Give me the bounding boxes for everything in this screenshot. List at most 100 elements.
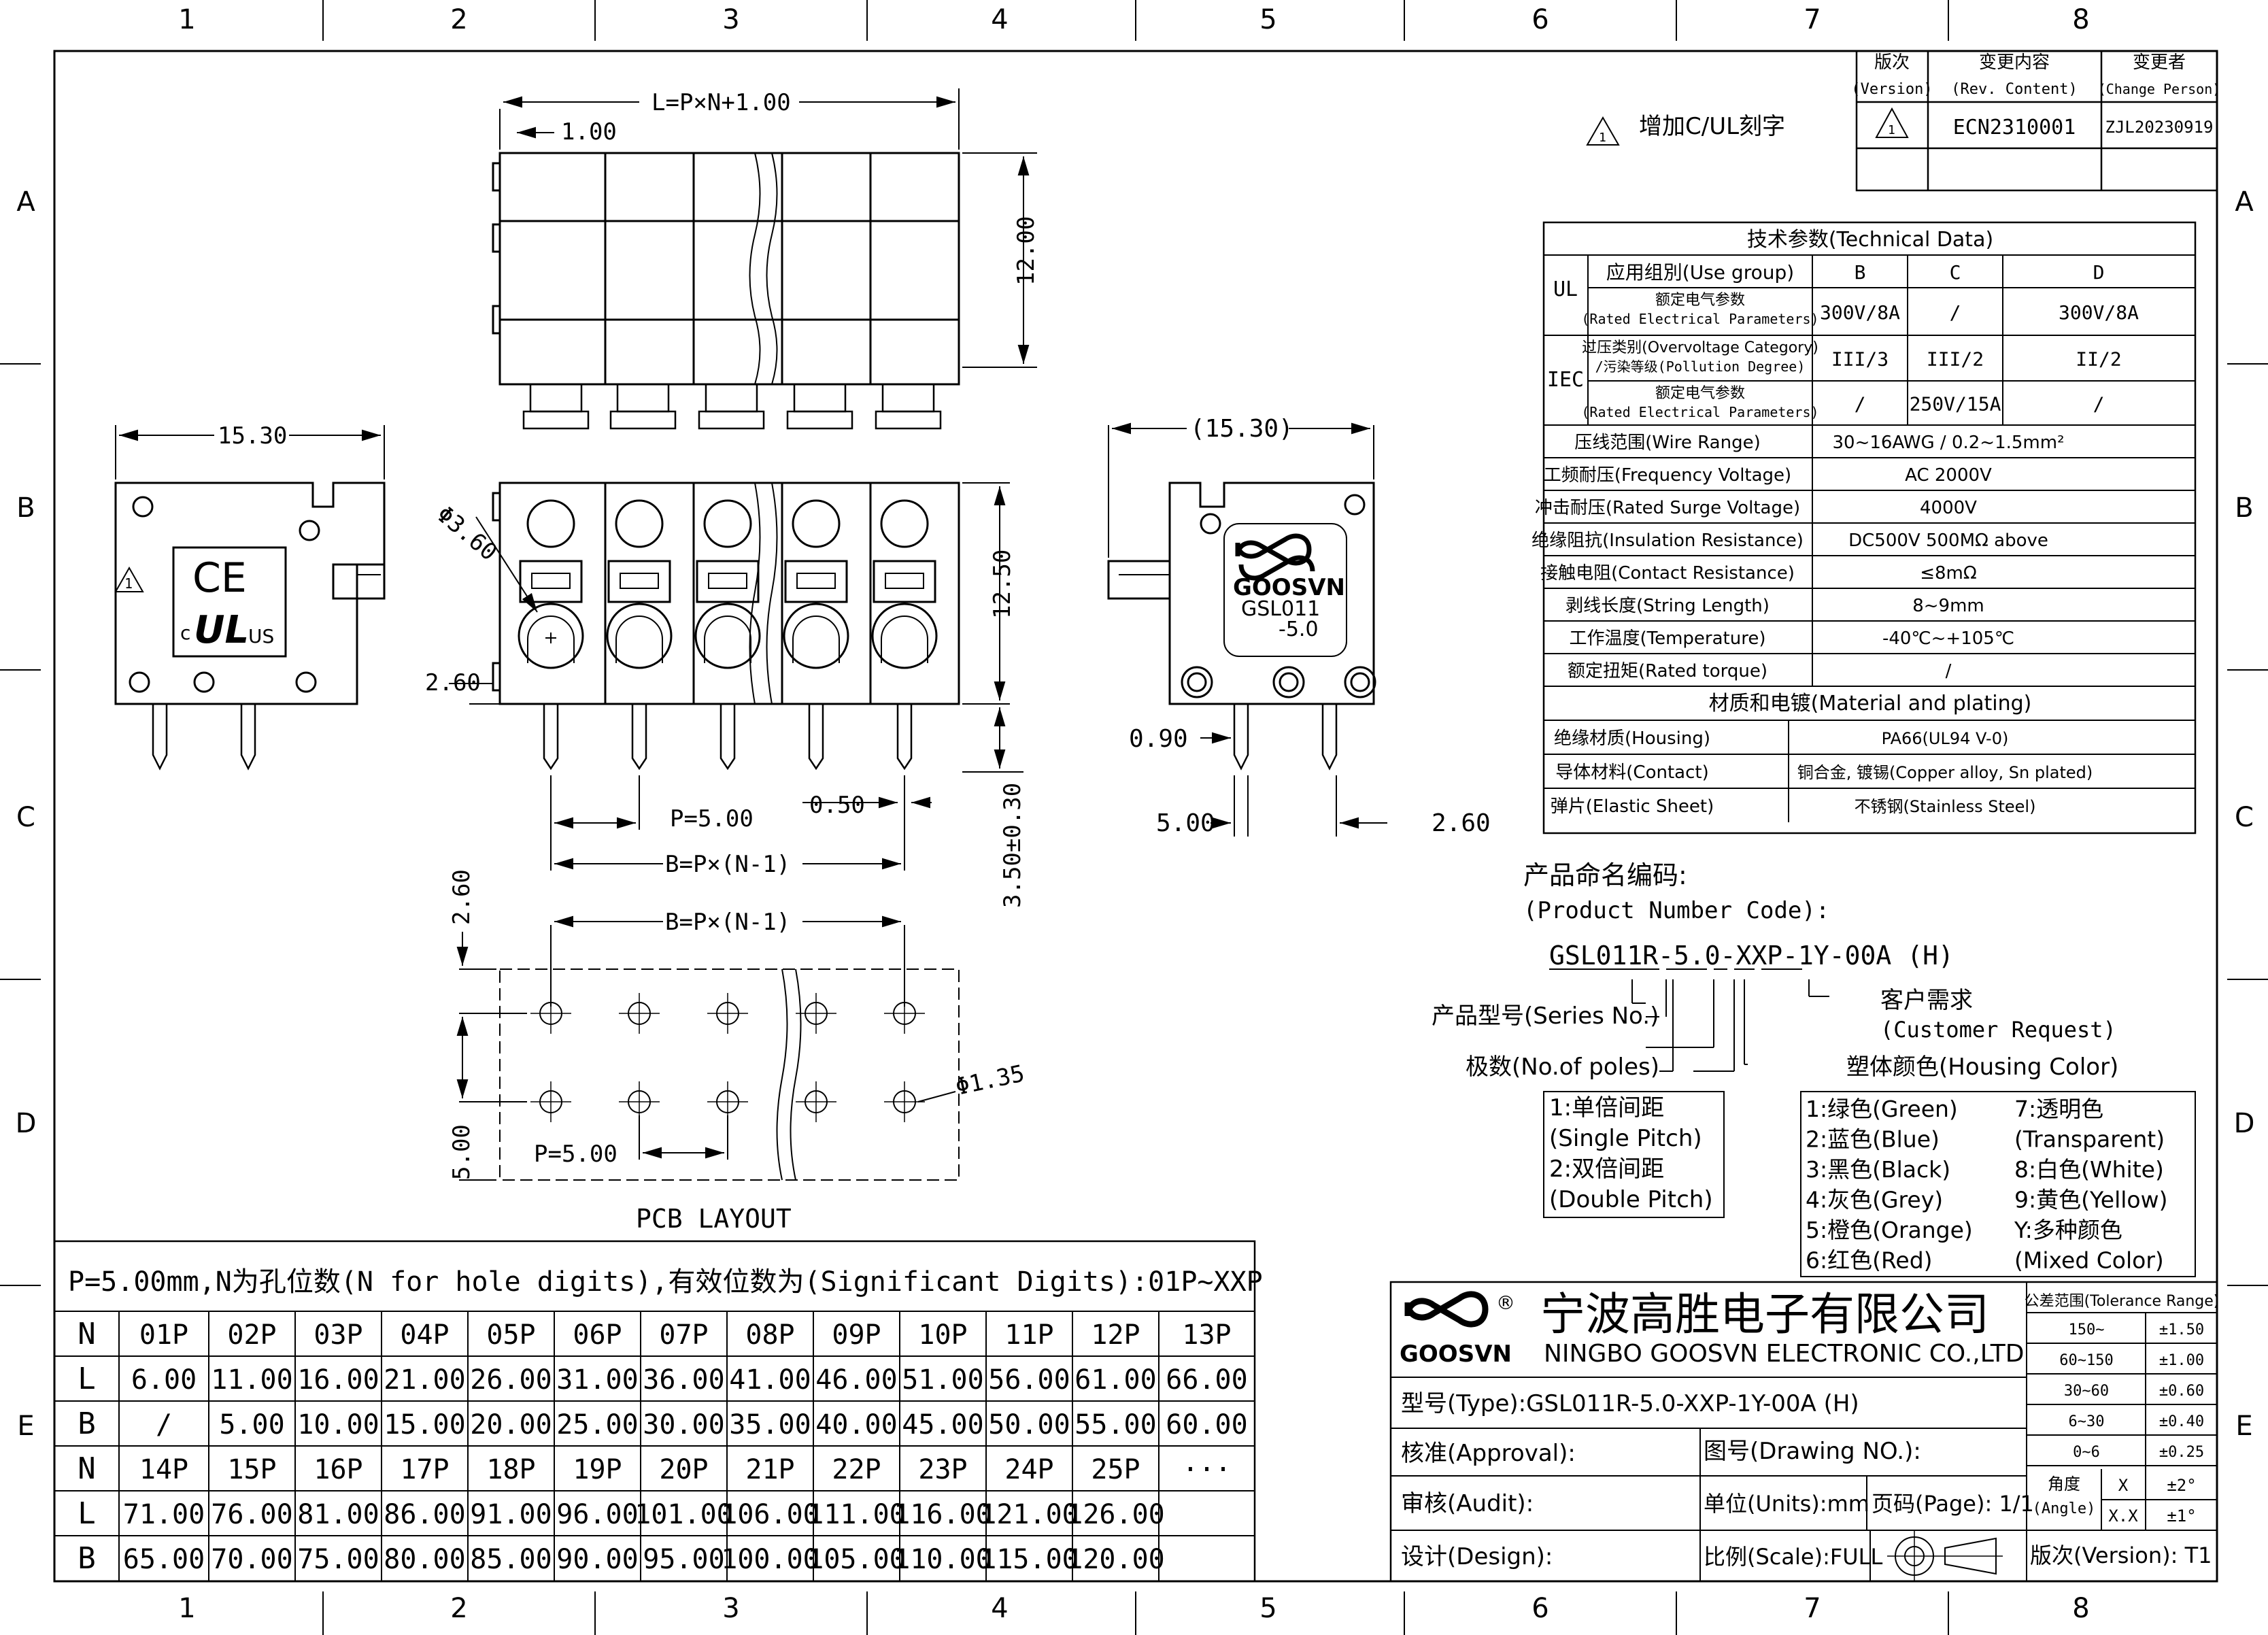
rev-header-content-en: (Rev. Content) [1951, 81, 2077, 98]
tech-row-value: 250V/15A [1910, 393, 2001, 416]
drawing-no-field: 图号(Drawing NO.): [1704, 1438, 1921, 1465]
pins-cell: 18P [486, 1454, 535, 1485]
pins-cell: 50.00 [988, 1409, 1070, 1440]
pins-cell: 116.00 [894, 1499, 992, 1530]
pins-cell: 41.00 [729, 1364, 811, 1396]
design-field: 设计(Design): [1401, 1543, 1553, 1570]
pins-cell: B [78, 1406, 96, 1441]
pins-cell: 22P [832, 1454, 881, 1485]
approval-field: 核准(Approval): [1401, 1440, 1576, 1467]
title-block: 公差范围(Tolerance Range)150~±1.5060~150±1.0… [1389, 1281, 2219, 1583]
dim-front-height: 12.50 [989, 550, 1016, 619]
angle-precision: X.X [2108, 1506, 2138, 1526]
rev-header-content: 变更内容 [1979, 52, 2050, 73]
code-customer-en: (Customer Request) [1880, 1017, 2116, 1043]
pins-cell: 25P [1091, 1454, 1140, 1485]
dim-back-width: (15.30) [1190, 415, 1293, 443]
pins-cell: 81.00 [297, 1499, 379, 1530]
pins-cell: 106.00 [721, 1499, 819, 1530]
version-field: 版次(Version): T1 [2030, 1543, 2212, 1568]
side-right-labels: (15.30) GOOSVN GSL011 -5.0 0.90 5.00 2.6… [1129, 414, 1491, 837]
code-color: 7:透明色 [2014, 1096, 2103, 1122]
tolerance-value: ±0.60 [2159, 1383, 2204, 1400]
dim-pcb-row-pitch: 5.00 [448, 1124, 475, 1180]
tech-group-C: C [1950, 261, 1961, 284]
logo-pitch: -5.0 [1279, 618, 1319, 641]
rev-header-person-en: (Change Person) [2098, 81, 2221, 97]
pins-table: P=5.00mm,N为孔位数(N for hole digits),有效位数为(… [53, 1240, 1263, 1583]
pins-cell: 08P [745, 1319, 794, 1351]
zone-row-right: A [2235, 186, 2254, 218]
pins-cell: 14P [139, 1454, 188, 1485]
code-title-en: (Product Number Code): [1523, 897, 1829, 924]
pins-cell: 31.00 [556, 1364, 638, 1396]
tech-material-value: PA66(UL94 V-0) [1882, 729, 2009, 748]
units-field: 单位(Units):mm [1704, 1491, 1869, 1517]
tech-general-label: 剥线长度(String Length) [1565, 596, 1770, 616]
pins-cell: 120.00 [1066, 1544, 1165, 1575]
c-mark: c [180, 622, 190, 644]
logo-model: GSL011 [1241, 597, 1320, 621]
pins-cell: B [78, 1541, 96, 1576]
pins-cell: 20P [659, 1454, 708, 1485]
code-color: 1:绿色(Green) [1806, 1096, 1958, 1122]
pins-cell: 19P [573, 1454, 622, 1485]
dim-hole-dia: Φ3.60 [431, 501, 502, 566]
tech-row-value: / [1855, 393, 1866, 416]
pins-cell: 25.00 [556, 1409, 638, 1440]
tech-material-title: 材质和电镀(Material and plating) [1709, 692, 2032, 715]
tech-row-value: 300V/8A [1820, 301, 1900, 324]
dim-back-spacing: 5.00 [1156, 809, 1215, 837]
code-color: 4:灰色(Grey) [1806, 1187, 1943, 1213]
zone-col-bottom: 5 [1259, 1593, 1276, 1624]
angle-value: ±1° [2167, 1506, 2196, 1526]
tech-general-value: AC 2000V [1905, 465, 1992, 486]
pins-cell: 6.00 [131, 1364, 197, 1396]
pcb-layout [456, 915, 960, 1181]
dim-back-offset: 2.60 [1432, 809, 1491, 837]
tolerance-range: 0~6 [2073, 1444, 2100, 1461]
tech-title: 技术参数(Technical Data) [1747, 228, 1993, 252]
tolerance-range: 150~ [2069, 1321, 2105, 1338]
tolerance-range: 60~150 [2059, 1352, 2113, 1369]
tech-material-label: 导体材料(Contact) [1555, 762, 1708, 783]
zone-row-right: C [2235, 802, 2254, 833]
dim-back-pin: 0.90 [1129, 725, 1188, 753]
angle-value: ±2° [2167, 1476, 2196, 1495]
pins-cell: 13P [1182, 1319, 1231, 1351]
tech-material-value: 铜合金, 镀锡(Copper alloy, Sn plated) [1797, 763, 2093, 782]
pins-cell: 126.00 [1066, 1499, 1165, 1530]
pins-cell: 06P [573, 1319, 622, 1351]
tech-material-label: 弹片(Elastic Sheet) [1551, 796, 1714, 817]
tech-row-label-en: (Rated Electrical Parameters) [1581, 404, 1818, 420]
product-code [1543, 979, 2196, 1277]
pins-cell: 11.00 [211, 1364, 292, 1396]
company-logo-icon [1404, 1291, 1489, 1328]
rev-note: 增加C/UL刻字 [1639, 113, 1785, 140]
rev-content: ECN2310001 [1953, 116, 2076, 139]
pins-cell: 12P [1091, 1319, 1140, 1351]
pins-cell: N [78, 1317, 96, 1351]
pins-cell: 21P [745, 1454, 794, 1485]
pins-cell: 35.00 [729, 1409, 811, 1440]
zone-col-top: 4 [991, 4, 1008, 35]
pins-cell: L [78, 1362, 96, 1396]
pins-caption: P=5.00mm,N为孔位数(N for hole digits),有效位数为(… [68, 1266, 1263, 1298]
pins-cell: 56.00 [988, 1364, 1070, 1396]
ce-mark: CE [192, 554, 247, 602]
logo-brand: GOOSVN [1233, 574, 1345, 601]
dim-pitch: P=5.00 [670, 805, 754, 832]
pins-cell: 09P [832, 1319, 881, 1351]
pcb-layout-title: PCB LAYOUT [636, 1204, 792, 1234]
rev-version-mark: 1 [1888, 123, 1895, 137]
pins-cell: 05P [486, 1319, 535, 1351]
pins-cell: 66.00 [1166, 1364, 1247, 1396]
tech-general-value: / [1946, 661, 1952, 681]
code-color: 9:黄色(Yellow) [2014, 1187, 2167, 1213]
code-color: 8:白色(White) [2014, 1156, 2164, 1183]
pins-cell: 21.00 [384, 1364, 465, 1396]
pins-cell: 5.00 [219, 1409, 284, 1440]
pins-cell: 105.00 [807, 1544, 906, 1575]
pins-cell: 02P [227, 1319, 276, 1351]
front-view [449, 482, 1023, 871]
